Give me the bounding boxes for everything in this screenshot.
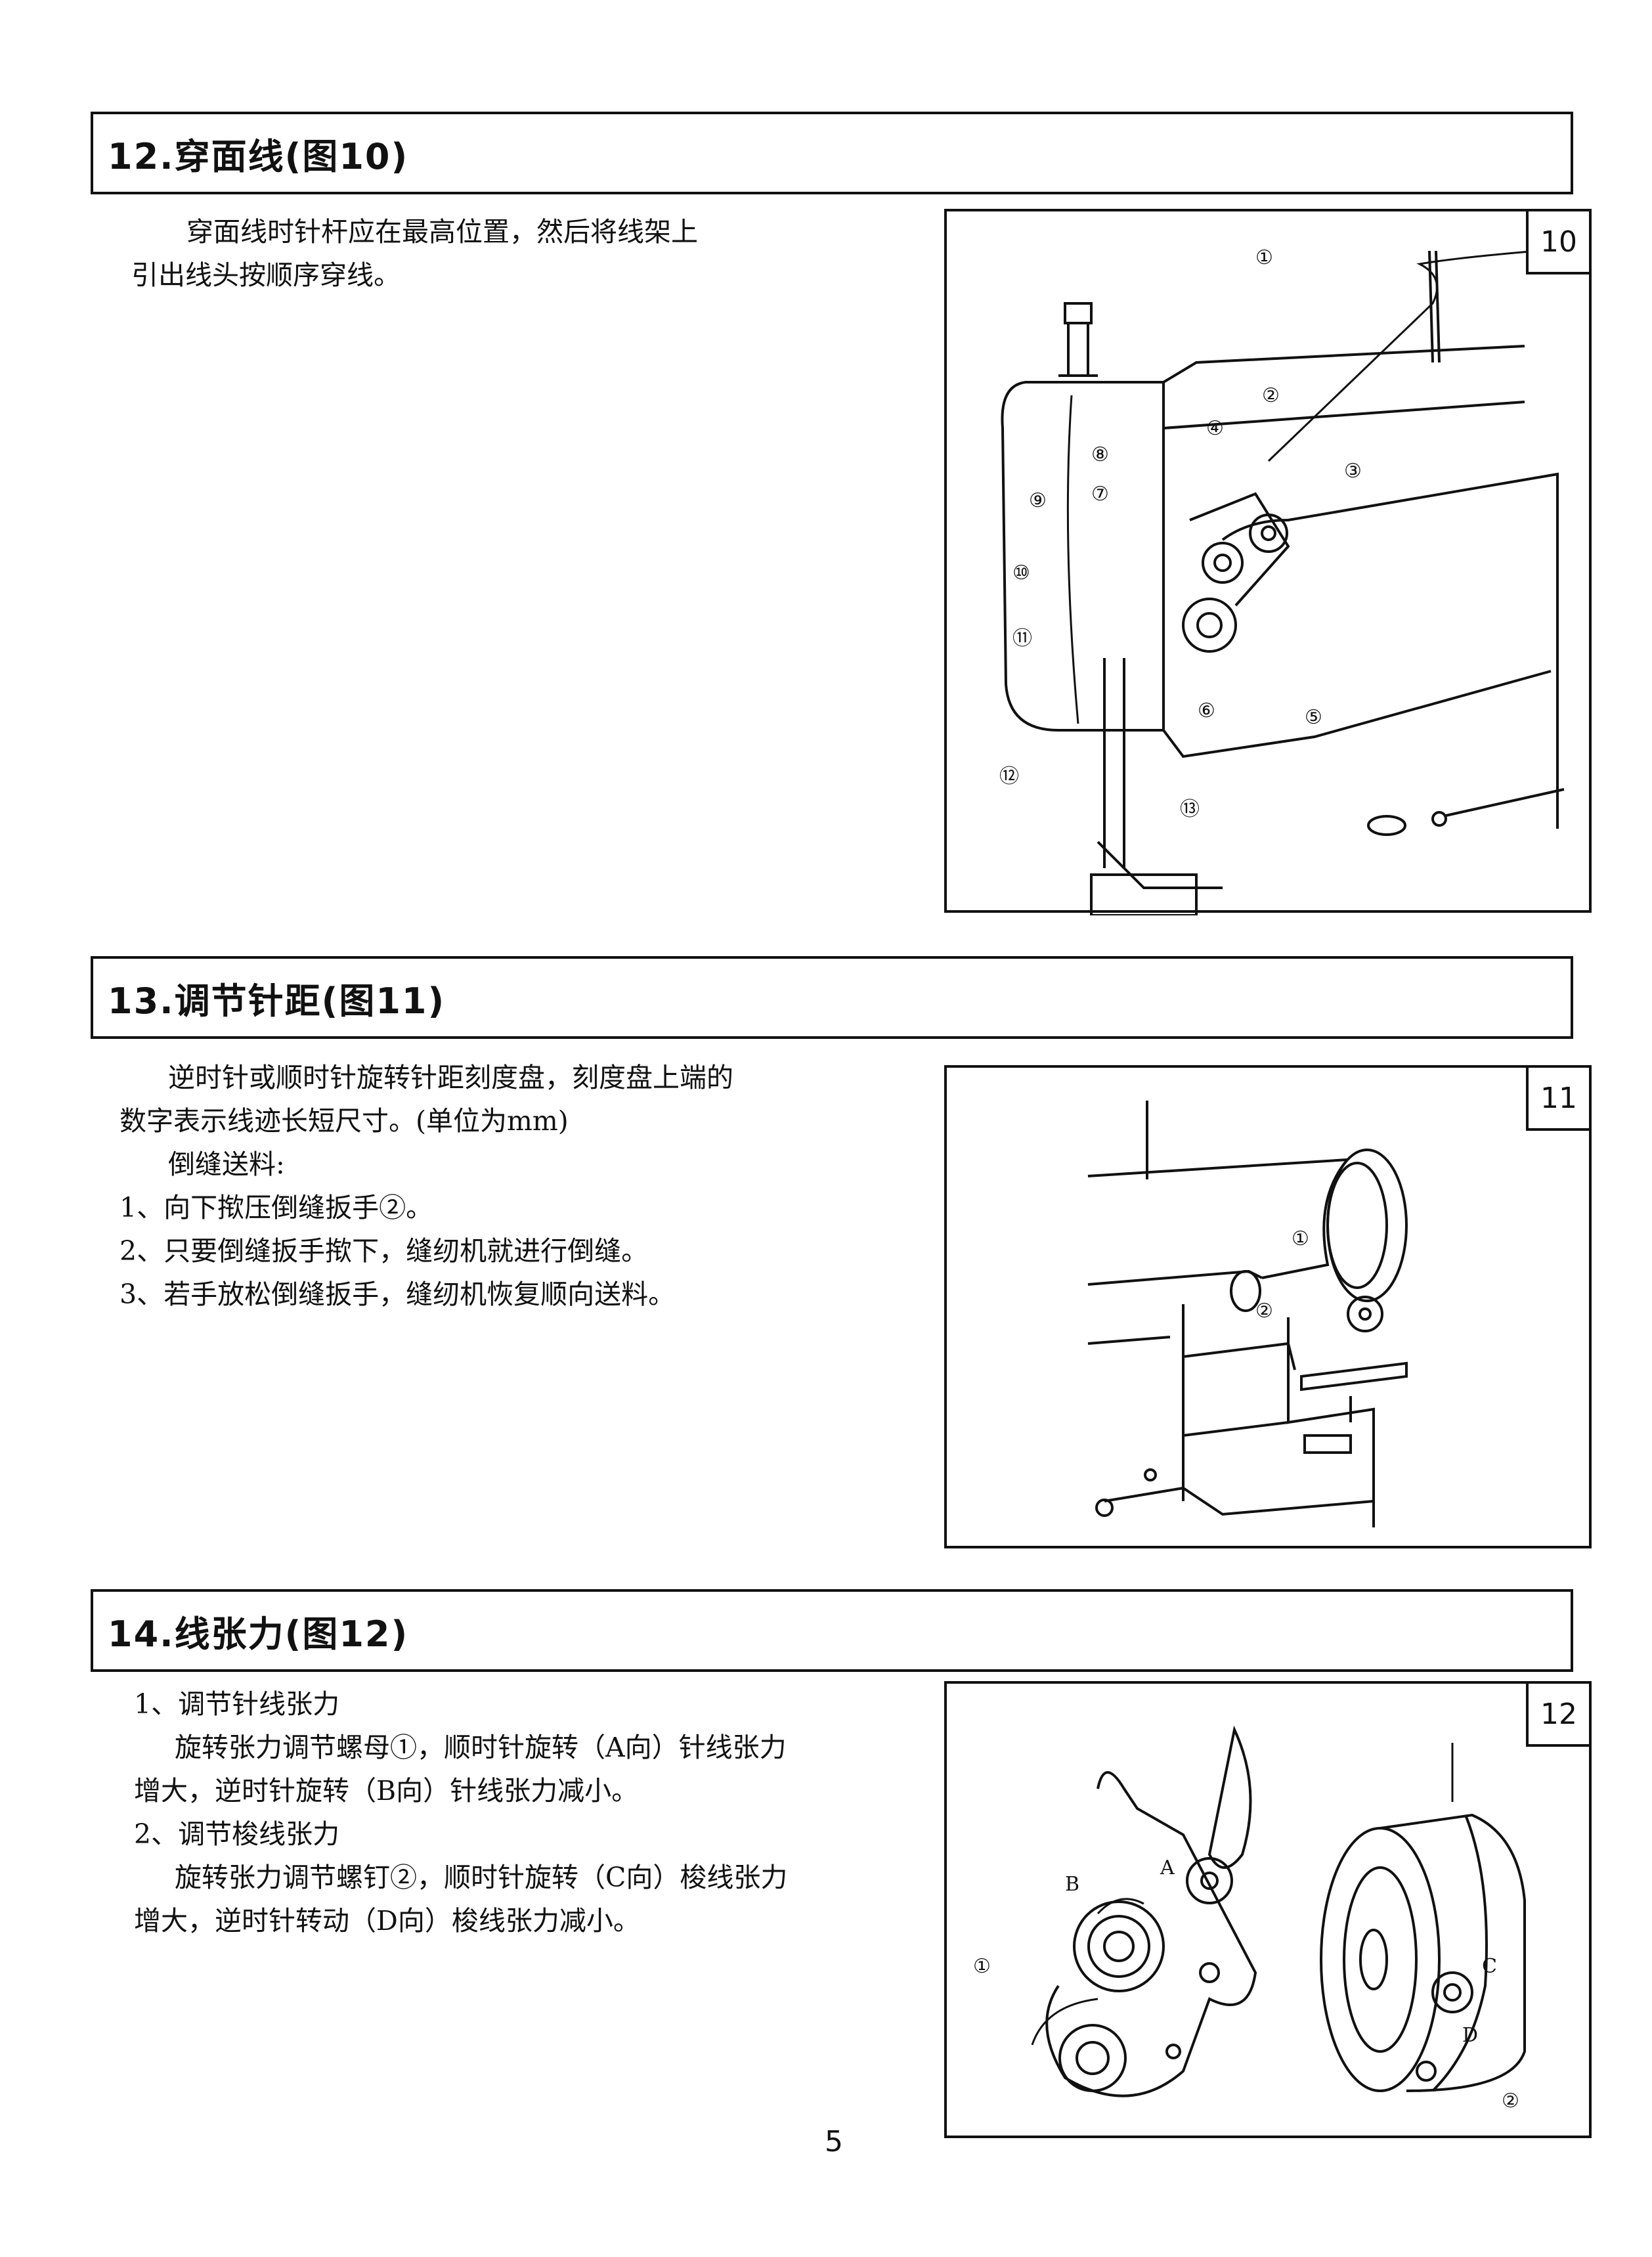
section-14-line-3: 增大，逆时针旋转（B向）针线张力减小。 [134,1775,639,1807]
figure-12-tension-drawing: ① ② A B C D [973,1725,1526,2113]
fig10-callout-4: ④ [1206,417,1224,440]
fig10-callout-12: ⑫ [999,765,1019,788]
figure-12-number: 12 [1526,1681,1592,1747]
fig10-callout-8: ⑧ [1091,443,1109,466]
fig10-callout-10: ⑩ [1012,561,1030,584]
fig10-callout-6: ⑥ [1198,699,1215,722]
section-12-text: 穿面线时针杆应在最高位置，然后将线架上 引出线头按顺序穿线。 [131,210,698,297]
fig11-callout-2: ② [1255,1300,1273,1323]
section-13-line-2: 数字表示线迹长短尺寸。(单位为mm) [120,1105,569,1137]
section-14-text: 1、调节针线张力 旋转张力调节螺母①，顺时针旋转（A向）针线张力 增大，逆时针旋… [134,1682,787,1942]
section-13-line-1: 逆时针或顺时针旋转针距刻度盘，刻度盘上端的 [168,1062,733,1093]
figure-12: ① ② A B C D 12 [944,1681,1592,2138]
figure-11: ① ② 11 [944,1065,1592,1548]
fig10-callout-13: ⑬ [1180,798,1200,821]
section-12-line-2: 引出线头按顺序穿线。 [131,259,401,291]
section-12-heading: 12.穿面线(图10) [91,112,1573,194]
fig10-callout-9: ⑨ [1029,489,1047,512]
section-13-heading: 13.调节针距(图11) [91,956,1573,1039]
fig12-callout-2: ② [1502,2090,1519,2113]
fig10-callout-7: ⑦ [1091,483,1109,506]
section-13-text: 逆时针或顺时针旋转针距刻度盘，刻度盘上端的 数字表示线迹长短尺寸。(单位为mm)… [120,1056,733,1316]
section-13-line-6: 3、若手放松倒缝扳手，缝纫机恢复顺向送料。 [120,1279,676,1310]
figure-10-number: 10 [1526,209,1592,274]
fig12-callout-D: D [1462,2024,1478,2047]
fig10-callout-11: ⑪ [1012,627,1032,650]
fig11-callout-1: ① [1292,1227,1309,1250]
section-14-line-6: 增大，逆时针转动（D向）梭线张力减小。 [134,1905,640,1937]
fig12-callout-B: B [1065,1873,1079,1896]
section-14-line-2: 旋转张力调节螺母①，顺时针旋转（A向）针线张力 [175,1732,787,1763]
section-13-line-3: 倒缝送料: [168,1149,285,1180]
page-number: 5 [825,2125,843,2158]
fig12-callout-C: C [1482,1955,1497,1978]
fig10-callout-2: ② [1262,384,1280,407]
fig10-callout-3: ③ [1344,460,1362,483]
section-14-line-1: 1、调节针线张力 [134,1688,340,1720]
figure-10: ① ② ③ ④ ⑤ ⑥ ⑦ ⑧ ⑨ ⑩ ⑪ ⑫ ⑬ 10 [944,209,1592,915]
section-13-line-4: 1、向下揿压倒缝扳手②。 [120,1192,433,1223]
figure-11-number: 11 [1526,1065,1592,1131]
fig12-callout-1: ① [973,1955,991,1978]
section-13-line-5: 2、只要倒缝扳手揿下，缝纫机就进行倒缝。 [120,1235,649,1267]
section-14-heading: 14.线张力(图12) [91,1589,1573,1672]
fig12-callout-A: A [1160,1856,1175,1879]
fig10-callout-5: ⑤ [1305,706,1322,729]
section-14-line-4: 2、调节梭线张力 [134,1818,340,1850]
fig10-callout-1: ① [1255,246,1273,269]
figure-10-sewing-machine-drawing: ① ② ③ ④ ⑤ ⑥ ⑦ ⑧ ⑨ ⑩ ⑪ ⑫ ⑬ [999,246,1565,915]
figure-11-stitch-dial-drawing: ① ② [1087,1101,1408,1527]
section-14-line-5: 旋转张力调节螺钉②，顺时针旋转（C向）梭线张力 [175,1862,788,1893]
section-12-line-1: 穿面线时针杆应在最高位置，然后将线架上 [186,216,698,248]
